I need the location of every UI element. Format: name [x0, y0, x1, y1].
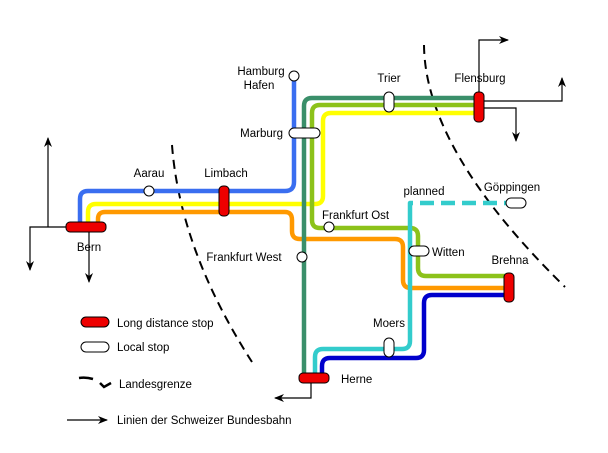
legend: Long distance stop Local stop Landesgren…	[67, 316, 292, 427]
label-moers: Moers	[373, 318, 405, 330]
stop-brehna[interactable]	[503, 272, 515, 303]
line-orange	[95, 209, 508, 291]
line-blue	[77, 75, 297, 226]
legend-local-label: Local stop	[117, 342, 169, 354]
label-witten: Witten	[432, 247, 465, 259]
label-planned: planned	[404, 186, 445, 198]
stop-marburg[interactable]	[288, 127, 321, 139]
stop-limbach[interactable]	[218, 185, 230, 217]
label-trier: Trier	[377, 73, 400, 85]
legend-long-distance-label: Long distance stop	[117, 318, 214, 330]
label-goeppingen: Göppingen	[484, 182, 540, 194]
sbb-arrow-herne	[274, 383, 312, 402]
stop-flensburg[interactable]	[473, 91, 485, 123]
stop-herne[interactable]	[298, 372, 330, 384]
legend-local-icon	[80, 341, 110, 353]
stop-moers[interactable]	[383, 337, 395, 358]
legend-long-distance-icon	[80, 316, 110, 328]
label-aarau: Aarau	[134, 168, 165, 180]
label-herne: Herne	[341, 374, 372, 386]
label-hamburg-hafen-1: Hamburg	[237, 66, 284, 78]
line-cyan	[312, 214, 413, 378]
legend-border-label: Landesgrenze	[119, 379, 192, 391]
label-limbach: Limbach	[204, 168, 247, 180]
line-dark-blue	[319, 292, 508, 378]
border-line-west	[171, 144, 253, 363]
legend-sbb-label: Linien der Schweizer Bundesbahn	[117, 415, 292, 427]
label-frankfurt-west: Frankfurt West	[206, 252, 282, 264]
sbb-arrows-bern	[26, 137, 93, 283]
label-hamburg-hafen-2: Hafen	[244, 80, 275, 92]
line-cyan-planned	[407, 200, 508, 214]
legend-border-icon	[78, 376, 112, 389]
stop-aarau[interactable]	[143, 185, 155, 197]
label-marburg: Marburg	[240, 128, 283, 140]
line-yellow	[85, 110, 475, 226]
stop-trier[interactable]	[383, 91, 395, 113]
sbb-arrows-flensburg	[478, 36, 566, 142]
stop-goeppingen[interactable]	[505, 197, 527, 209]
line-dark-green	[301, 95, 475, 378]
stop-bern[interactable]	[65, 221, 107, 233]
label-brehna: Brehna	[491, 255, 529, 267]
label-flensburg: Flensburg	[454, 73, 505, 85]
stop-frankfurt-ost[interactable]	[323, 221, 335, 233]
label-bern: Bern	[77, 242, 101, 254]
stop-witten[interactable]	[408, 245, 430, 257]
stop-frankfurt-west[interactable]	[296, 251, 308, 263]
line-light-green	[309, 102, 508, 279]
label-frankfurt-ost: Frankfurt Ost	[322, 210, 390, 222]
stop-hamburg-hafen[interactable]	[288, 70, 300, 82]
